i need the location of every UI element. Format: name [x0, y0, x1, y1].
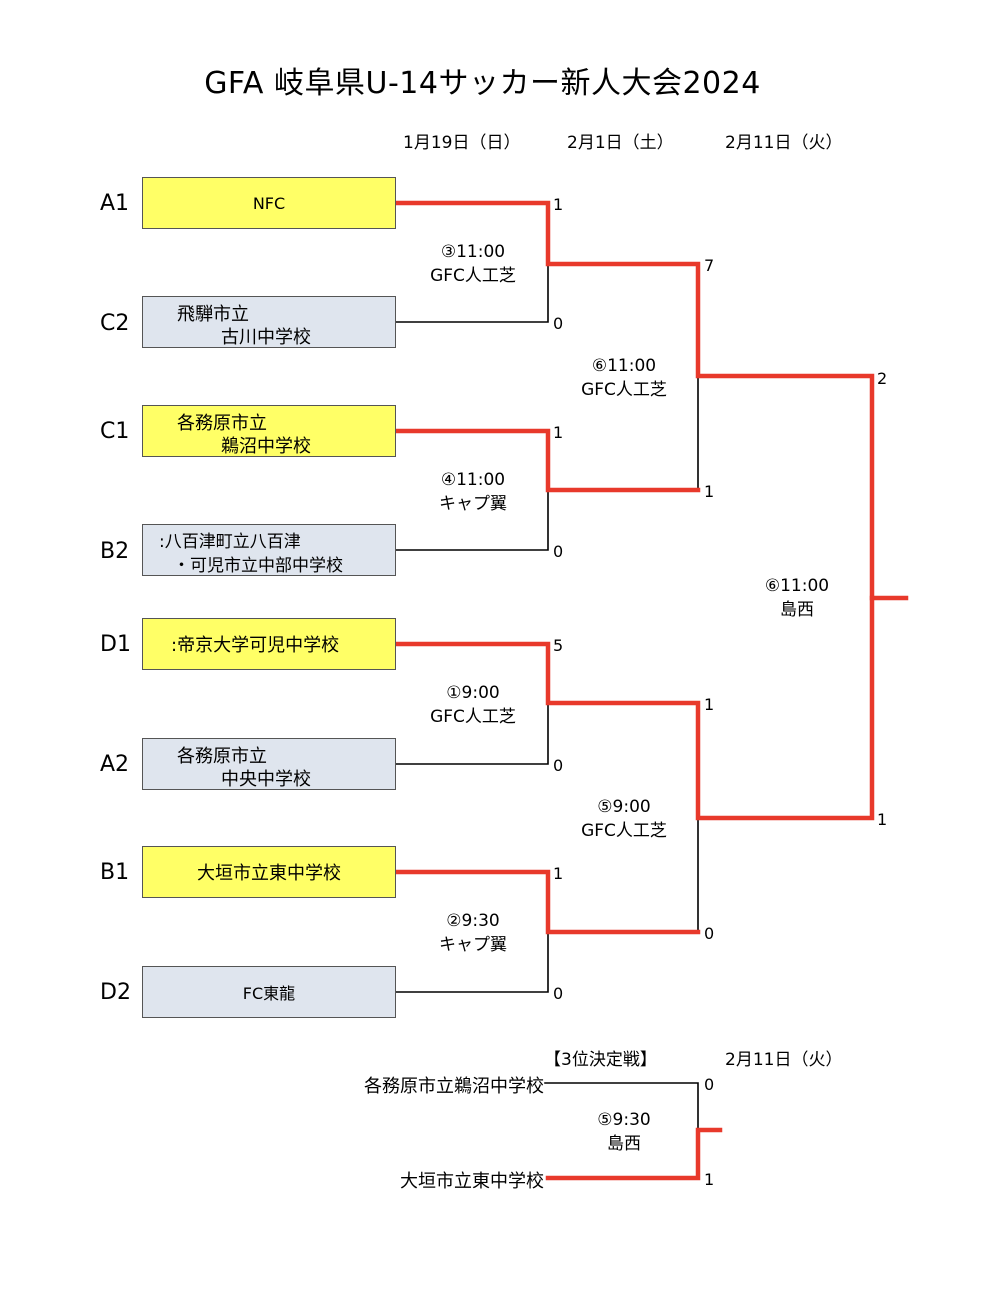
- line-third-winner: [545, 1127, 723, 1181]
- match-info: ⑤9:30 島西: [549, 1108, 699, 1156]
- winner-lines: [393, 200, 909, 1181]
- third-place-team-top: 各務原市立鵜沼中学校: [364, 1076, 544, 1097]
- seed-label: D1: [100, 632, 131, 657]
- team-name-line2: 古川中学校: [221, 327, 311, 348]
- match-venue: 島西: [607, 1134, 641, 1154]
- score: 0: [553, 756, 564, 775]
- score: 1: [704, 1170, 715, 1189]
- match-venue: キャプ翼: [439, 935, 507, 955]
- line-d2: [395, 931, 549, 993]
- date-round1: 1月19日（日）: [403, 133, 521, 153]
- line-d1-path: [393, 595, 875, 821]
- score: 1: [704, 482, 715, 501]
- team-name: NFC: [252, 193, 286, 213]
- score: 0: [553, 314, 564, 333]
- match-label: ⑤9:30: [597, 1110, 651, 1130]
- page-title: GFA 岐阜県U-14サッカー新人大会2024: [204, 66, 761, 101]
- match-label: ⑥11:00: [591, 356, 657, 376]
- team-name-line1: 飛騨市立: [177, 304, 249, 325]
- team-name-line2: 鵜沼中学校: [221, 436, 311, 457]
- match-venue: キャプ翼: [439, 494, 507, 514]
- score: 0: [553, 542, 564, 561]
- score: 1: [553, 423, 564, 442]
- score: 0: [704, 1075, 715, 1094]
- team-box-c2: 飛騨市立 古川中学校: [142, 296, 396, 348]
- match-info: ①9:00 GFC人工芝: [398, 681, 548, 729]
- third-place-date: 2月11日（火）: [725, 1050, 843, 1070]
- team-name-line1: 各務原市立: [177, 746, 267, 767]
- seed-label: D2: [100, 980, 131, 1005]
- team-box-b2: :八百津町立八百津 ・可児市立中部中学校: [142, 524, 396, 576]
- score: 5: [553, 636, 564, 655]
- score: 1: [553, 195, 564, 214]
- seed-label: A2: [100, 752, 130, 777]
- team-box-d2: FC東龍: [142, 966, 396, 1018]
- line-c2: [395, 263, 549, 323]
- match-info: ⑥11:00 GFC人工芝: [549, 354, 699, 402]
- team-box-a1: NFC: [142, 177, 396, 229]
- team-name: FC東龍: [242, 984, 296, 1003]
- match-venue: GFC人工芝: [430, 707, 516, 727]
- match-venue: GFC人工芝: [581, 380, 667, 400]
- score: 0: [704, 924, 715, 943]
- team-name: :帝京大学可児中学校: [171, 635, 340, 656]
- seed-label: A1: [100, 191, 130, 216]
- score: 7: [704, 256, 715, 275]
- line-a1-path: [393, 200, 909, 601]
- score: 1: [553, 864, 564, 883]
- line-third-top: [544, 1082, 699, 1131]
- match-label: ②9:30: [446, 911, 500, 931]
- date-semifinal: 2月1日（土）: [567, 133, 674, 153]
- line-final-top-in: [697, 375, 873, 599]
- team-name-line1: :八百津町立八百津: [159, 532, 301, 552]
- match-info: ②9:30 キャプ翼: [398, 909, 548, 957]
- team-name-line2: 中央中学校: [221, 769, 311, 790]
- score: 0: [553, 984, 564, 1003]
- seed-label: C1: [100, 419, 130, 444]
- third-place-heading: 【3位決定戦】: [544, 1050, 657, 1070]
- match-label: ④11:00: [440, 470, 506, 490]
- match-venue: GFC人工芝: [581, 821, 667, 841]
- team-name-line2: ・可児市立中部中学校: [173, 556, 343, 576]
- match-info: ④11:00 キャプ翼: [398, 468, 548, 516]
- seed-label: C2: [100, 311, 130, 336]
- match-label: ①9:00: [446, 683, 500, 703]
- team-box-c1: 各務原市立 鵜沼中学校: [142, 405, 396, 457]
- score: 1: [877, 810, 888, 829]
- date-final: 2月11日（火）: [725, 133, 843, 153]
- seed-label: B1: [100, 860, 130, 885]
- third-place-team-bottom: 大垣市立東中学校: [400, 1171, 544, 1192]
- team-box-b1: 大垣市立東中学校: [142, 846, 396, 898]
- match-venue: GFC人工芝: [430, 266, 516, 286]
- score: 1: [704, 695, 715, 714]
- seed-label: B2: [100, 539, 130, 564]
- line-a2: [395, 702, 549, 765]
- match-label: ③11:00: [440, 242, 506, 262]
- match-label: ⑥11:00: [764, 576, 830, 596]
- line-c1-path: [393, 428, 701, 493]
- match-info: ⑤9:00 GFC人工芝: [549, 795, 699, 843]
- team-box-d1: :帝京大学可児中学校: [142, 618, 396, 670]
- team-name: 大垣市立東中学校: [197, 863, 341, 884]
- team-name-line1: 各務原市立: [177, 413, 267, 434]
- match-label: ⑤9:00: [597, 797, 651, 817]
- score: 2: [877, 369, 888, 388]
- match-info: ⑥11:00 島西: [722, 574, 872, 622]
- match-venue: 島西: [780, 600, 814, 620]
- line-b2: [395, 489, 549, 551]
- team-box-a2: 各務原市立 中央中学校: [142, 738, 396, 790]
- match-info: ③11:00 GFC人工芝: [398, 240, 548, 288]
- line-b1-path: [393, 869, 701, 935]
